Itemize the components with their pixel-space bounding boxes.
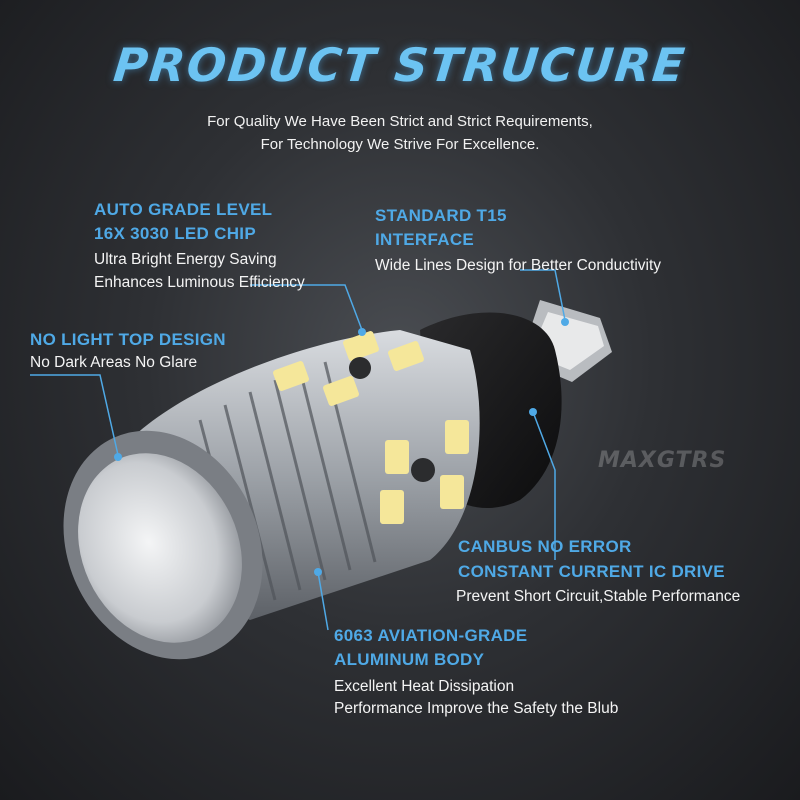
- top-design-title: NO LIGHT TOP DESIGN: [30, 330, 226, 349]
- interface-title-2: INTERFACE: [375, 230, 475, 249]
- interface-title-1: STANDARD T15: [375, 206, 507, 225]
- lens-cap: [63, 430, 263, 660]
- callout-lines: [30, 269, 566, 631]
- page-title: PRODUCT STRUCURE: [111, 38, 689, 92]
- body-title-2: ALUMINUM BODY: [334, 650, 485, 669]
- led-chip-title-1: AUTO GRADE LEVEL: [94, 200, 273, 219]
- body-desc-1: Excellent Heat Dissipation: [334, 678, 515, 695]
- subtitle-line-2: For Technology We Strive For Excellence.: [260, 136, 540, 153]
- body-title-1: 6063 AVIATION-GRADE: [334, 626, 528, 645]
- brand-watermark: MAXGTRS: [598, 448, 727, 473]
- subtitle-line-1: For Quality We Have Been Strict and Stri…: [207, 113, 593, 130]
- led-chip-title-2: 16X 3030 LED CHIP: [94, 224, 256, 243]
- led-chips: [273, 331, 469, 524]
- body-desc-2: Performance Improve the Safety the Blub: [334, 700, 619, 717]
- callout-dots: [114, 318, 569, 576]
- canbus-desc: Prevent Short Circuit,Stable Performance: [456, 588, 741, 605]
- interface-desc-1: Wide Lines Design for Better Conductivit…: [375, 257, 662, 274]
- led-chip-desc-2: Enhances Luminous Efficiency: [94, 274, 305, 291]
- canbus-title-2: CONSTANT CURRENT IC DRIVE: [458, 562, 725, 581]
- led-chip-desc-1: Ultra Bright Energy Saving: [94, 251, 277, 268]
- canbus-title-1: CANBUS NO ERROR: [458, 537, 632, 556]
- top-design-desc: No Dark Areas No Glare: [30, 354, 198, 371]
